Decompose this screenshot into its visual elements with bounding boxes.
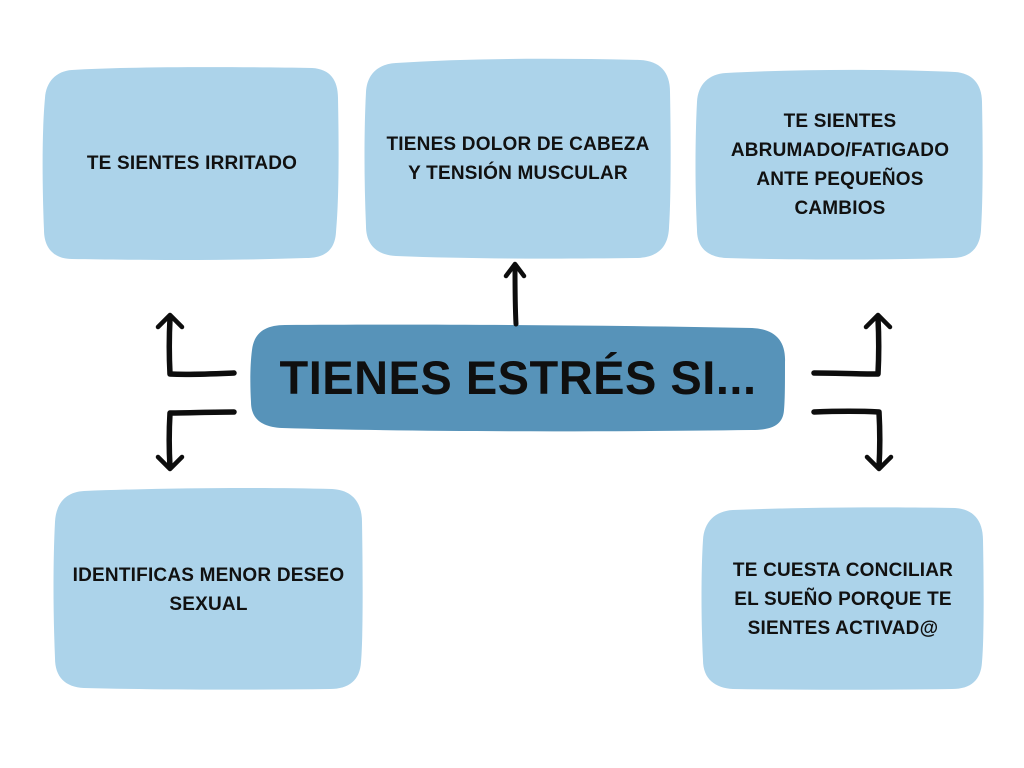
box-top-center-text: TIENES DOLOR DE CABEZA Y TENSIÓN MUSCULA… bbox=[386, 134, 650, 184]
arrow-corner-down-right-icon bbox=[811, 408, 894, 472]
arrow-corner-up-left-icon bbox=[155, 312, 237, 378]
box-top-left: TE SIENTES IRRITADO bbox=[46, 68, 338, 258]
box-shape-bottom-left bbox=[53, 487, 363, 690]
box-bottom-left: IDENTIFICAS MENOR DESEO SEXUAL bbox=[55, 490, 362, 689]
box-shape-top-left bbox=[42, 67, 339, 260]
box-bottom-right-text: TE CUESTA CONCILIAR EL SUEÑO PORQUE TE S… bbox=[732, 559, 954, 639]
box-bottom-left-text: IDENTIFICAS MENOR DESEO SEXUAL bbox=[72, 564, 345, 615]
box-bottom-right: TE CUESTA CONCILIAR EL SUEÑO PORQUE TE S… bbox=[703, 509, 983, 689]
arrow-corner-up-right-icon bbox=[811, 312, 893, 377]
arrow-up-icon bbox=[503, 261, 527, 327]
center-node: TIENES ESTRÉS SI... bbox=[250, 324, 786, 430]
box-top-right-text: TE SIENTES ABRUMADO/FATIGADO ANTE PEQUEÑ… bbox=[730, 111, 950, 219]
box-top-center: TIENES DOLOR DE CABEZA Y TENSIÓN MUSCULA… bbox=[366, 60, 670, 258]
center-title: TIENES ESTRÉS SI... bbox=[279, 350, 757, 404]
box-shape-bottom-right bbox=[701, 507, 984, 690]
box-shape-top-center bbox=[364, 58, 671, 259]
arrow-corner-down-left-icon bbox=[155, 409, 237, 472]
box-top-left-text: TE SIENTES IRRITADO bbox=[86, 152, 298, 174]
box-shape-top-right bbox=[695, 69, 983, 260]
center-shape bbox=[250, 324, 786, 432]
box-top-right: TE SIENTES ABRUMADO/FATIGADO ANTE PEQUEÑ… bbox=[697, 72, 983, 258]
